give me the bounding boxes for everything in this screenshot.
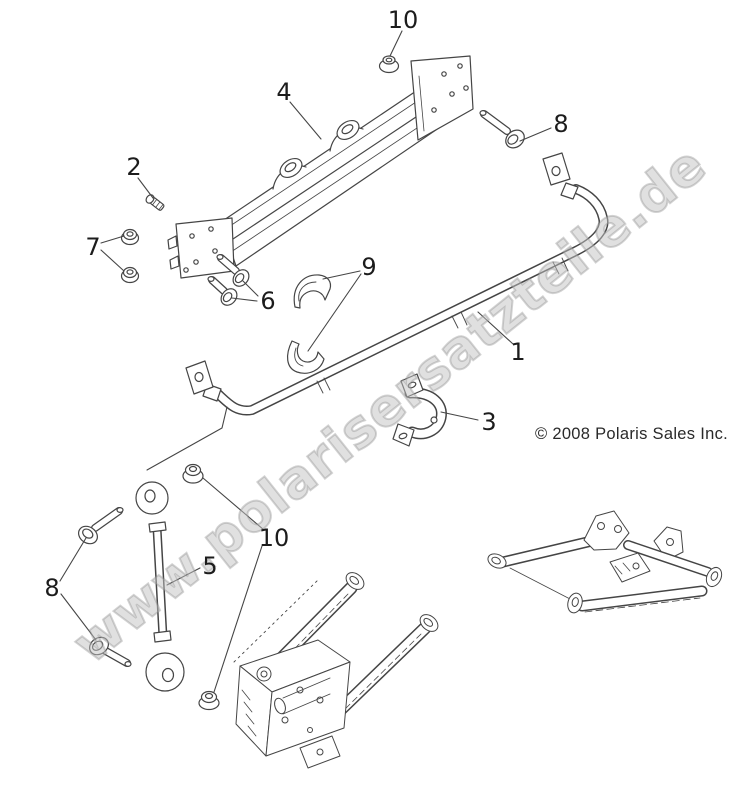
callout-7: 7	[85, 233, 101, 261]
grommet-part10-top	[380, 56, 399, 73]
flange-bolt-part8-upper	[480, 111, 528, 152]
flange-nut-part10-middle	[183, 465, 203, 484]
set-screw-part2	[144, 193, 164, 211]
mounting-bracket-part4	[168, 56, 473, 278]
callout-10-lower: 10	[258, 524, 290, 552]
bushing-halves-part9	[288, 275, 331, 373]
callout-2: 2	[126, 153, 142, 181]
callout-3: 3	[481, 408, 497, 436]
flange-nut-part10-bottom	[199, 692, 219, 710]
callout-1: 1	[510, 338, 526, 366]
callout-leader-lines	[60, 31, 551, 692]
callout-8-upper: 8	[553, 110, 569, 138]
saddle-clamp-part3	[393, 374, 441, 446]
copyright-notice: © 2008 Polaris Sales Inc.	[535, 425, 729, 443]
stabilizer-bar-part1	[186, 153, 604, 411]
flange-nuts-part7	[122, 230, 139, 283]
callout-4: 4	[276, 78, 292, 106]
carriage-bolts-part6	[208, 255, 252, 309]
callout-10-top: 10	[387, 6, 419, 34]
callout-5: 5	[202, 552, 218, 580]
callout-9: 9	[361, 253, 377, 281]
callout-6: 6	[260, 287, 276, 315]
stabilizer-linkage-part5	[136, 482, 184, 691]
callout-8-lower: 8	[44, 574, 60, 602]
swing-arm-center-reference	[234, 569, 441, 768]
swing-arm-right-reference	[486, 511, 725, 614]
flange-bolts-part8-lower	[75, 508, 131, 667]
